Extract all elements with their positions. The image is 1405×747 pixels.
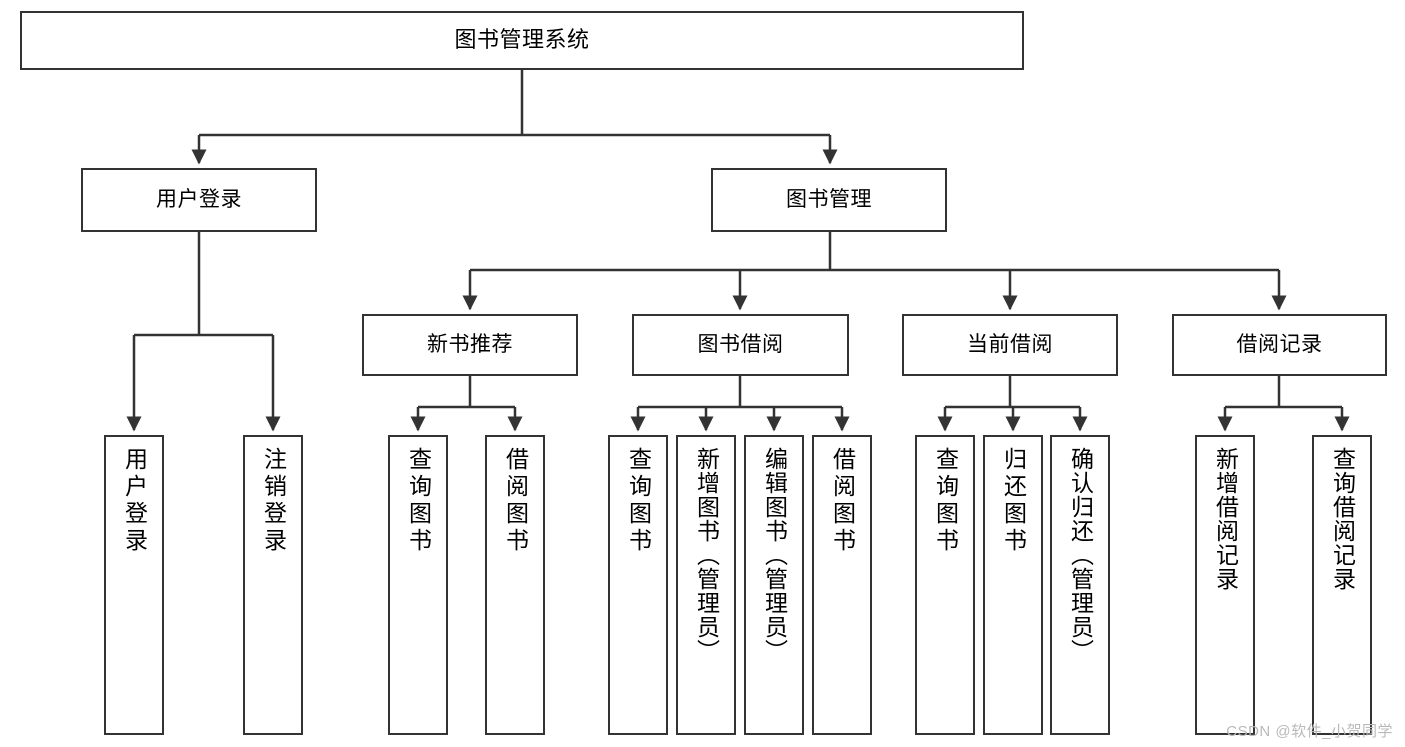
- node-label: 用户登录: [156, 187, 242, 211]
- leaf-user-login-signout[interactable]: 注销登录: [243, 435, 303, 735]
- leaf-current-confirm-return-admin[interactable]: 确认归还（管理员）: [1050, 435, 1110, 735]
- leaf-newrec-borrow-book[interactable]: 借阅图书: [485, 435, 545, 735]
- node-book-management[interactable]: 图书管理: [711, 168, 947, 232]
- node-label: 查询图书: [405, 447, 432, 555]
- node-label: 新书推荐: [427, 332, 513, 356]
- csdn-watermark: CSDN @软件_小贺同学: [1226, 723, 1393, 740]
- node-label: 当前借阅: [967, 332, 1053, 356]
- node-label: 用户登录: [121, 447, 148, 555]
- leaf-record-add-record[interactable]: 新增借阅记录: [1195, 435, 1255, 735]
- node-user-login[interactable]: 用户登录: [81, 168, 317, 232]
- node-label: 借阅图书: [829, 447, 856, 555]
- node-book-borrow[interactable]: 图书借阅: [632, 314, 849, 376]
- node-root-system[interactable]: 图书管理系统: [20, 11, 1024, 70]
- leaf-record-query-record[interactable]: 查询借阅记录: [1312, 435, 1372, 735]
- node-current-borrow[interactable]: 当前借阅: [902, 314, 1118, 376]
- node-label: 图书管理系统: [454, 27, 590, 53]
- node-label: 借阅记录: [1236, 332, 1323, 356]
- node-label: 图书借阅: [697, 332, 784, 356]
- leaf-borrow-query-book[interactable]: 查询图书: [608, 435, 668, 735]
- node-label: 注销登录: [260, 447, 287, 555]
- node-new-book-recommend[interactable]: 新书推荐: [362, 314, 578, 376]
- node-label: 确认归还（管理员）: [1067, 447, 1094, 663]
- node-label: 借阅图书: [502, 447, 529, 555]
- node-label: 查询图书: [625, 447, 652, 555]
- node-label: 编辑图书（管理员）: [761, 447, 788, 663]
- node-label: 归还图书: [1000, 447, 1027, 555]
- node-label: 查询借阅记录: [1329, 447, 1356, 591]
- node-borrow-record[interactable]: 借阅记录: [1172, 314, 1387, 376]
- leaf-borrow-add-book-admin[interactable]: 新增图书（管理员）: [676, 435, 736, 735]
- leaf-borrow-borrow-book[interactable]: 借阅图书: [812, 435, 872, 735]
- leaf-user-login-signin[interactable]: 用户登录: [104, 435, 164, 735]
- leaf-newrec-query-book[interactable]: 查询图书: [388, 435, 448, 735]
- node-label: 图书管理: [786, 187, 872, 211]
- node-label: 新增借阅记录: [1212, 447, 1239, 591]
- leaf-current-query-book[interactable]: 查询图书: [915, 435, 975, 735]
- node-label: 查询图书: [932, 447, 959, 555]
- node-label: 新增图书（管理员）: [693, 447, 720, 663]
- leaf-borrow-edit-book-admin[interactable]: 编辑图书（管理员）: [744, 435, 804, 735]
- leaf-current-return-book[interactable]: 归还图书: [983, 435, 1043, 735]
